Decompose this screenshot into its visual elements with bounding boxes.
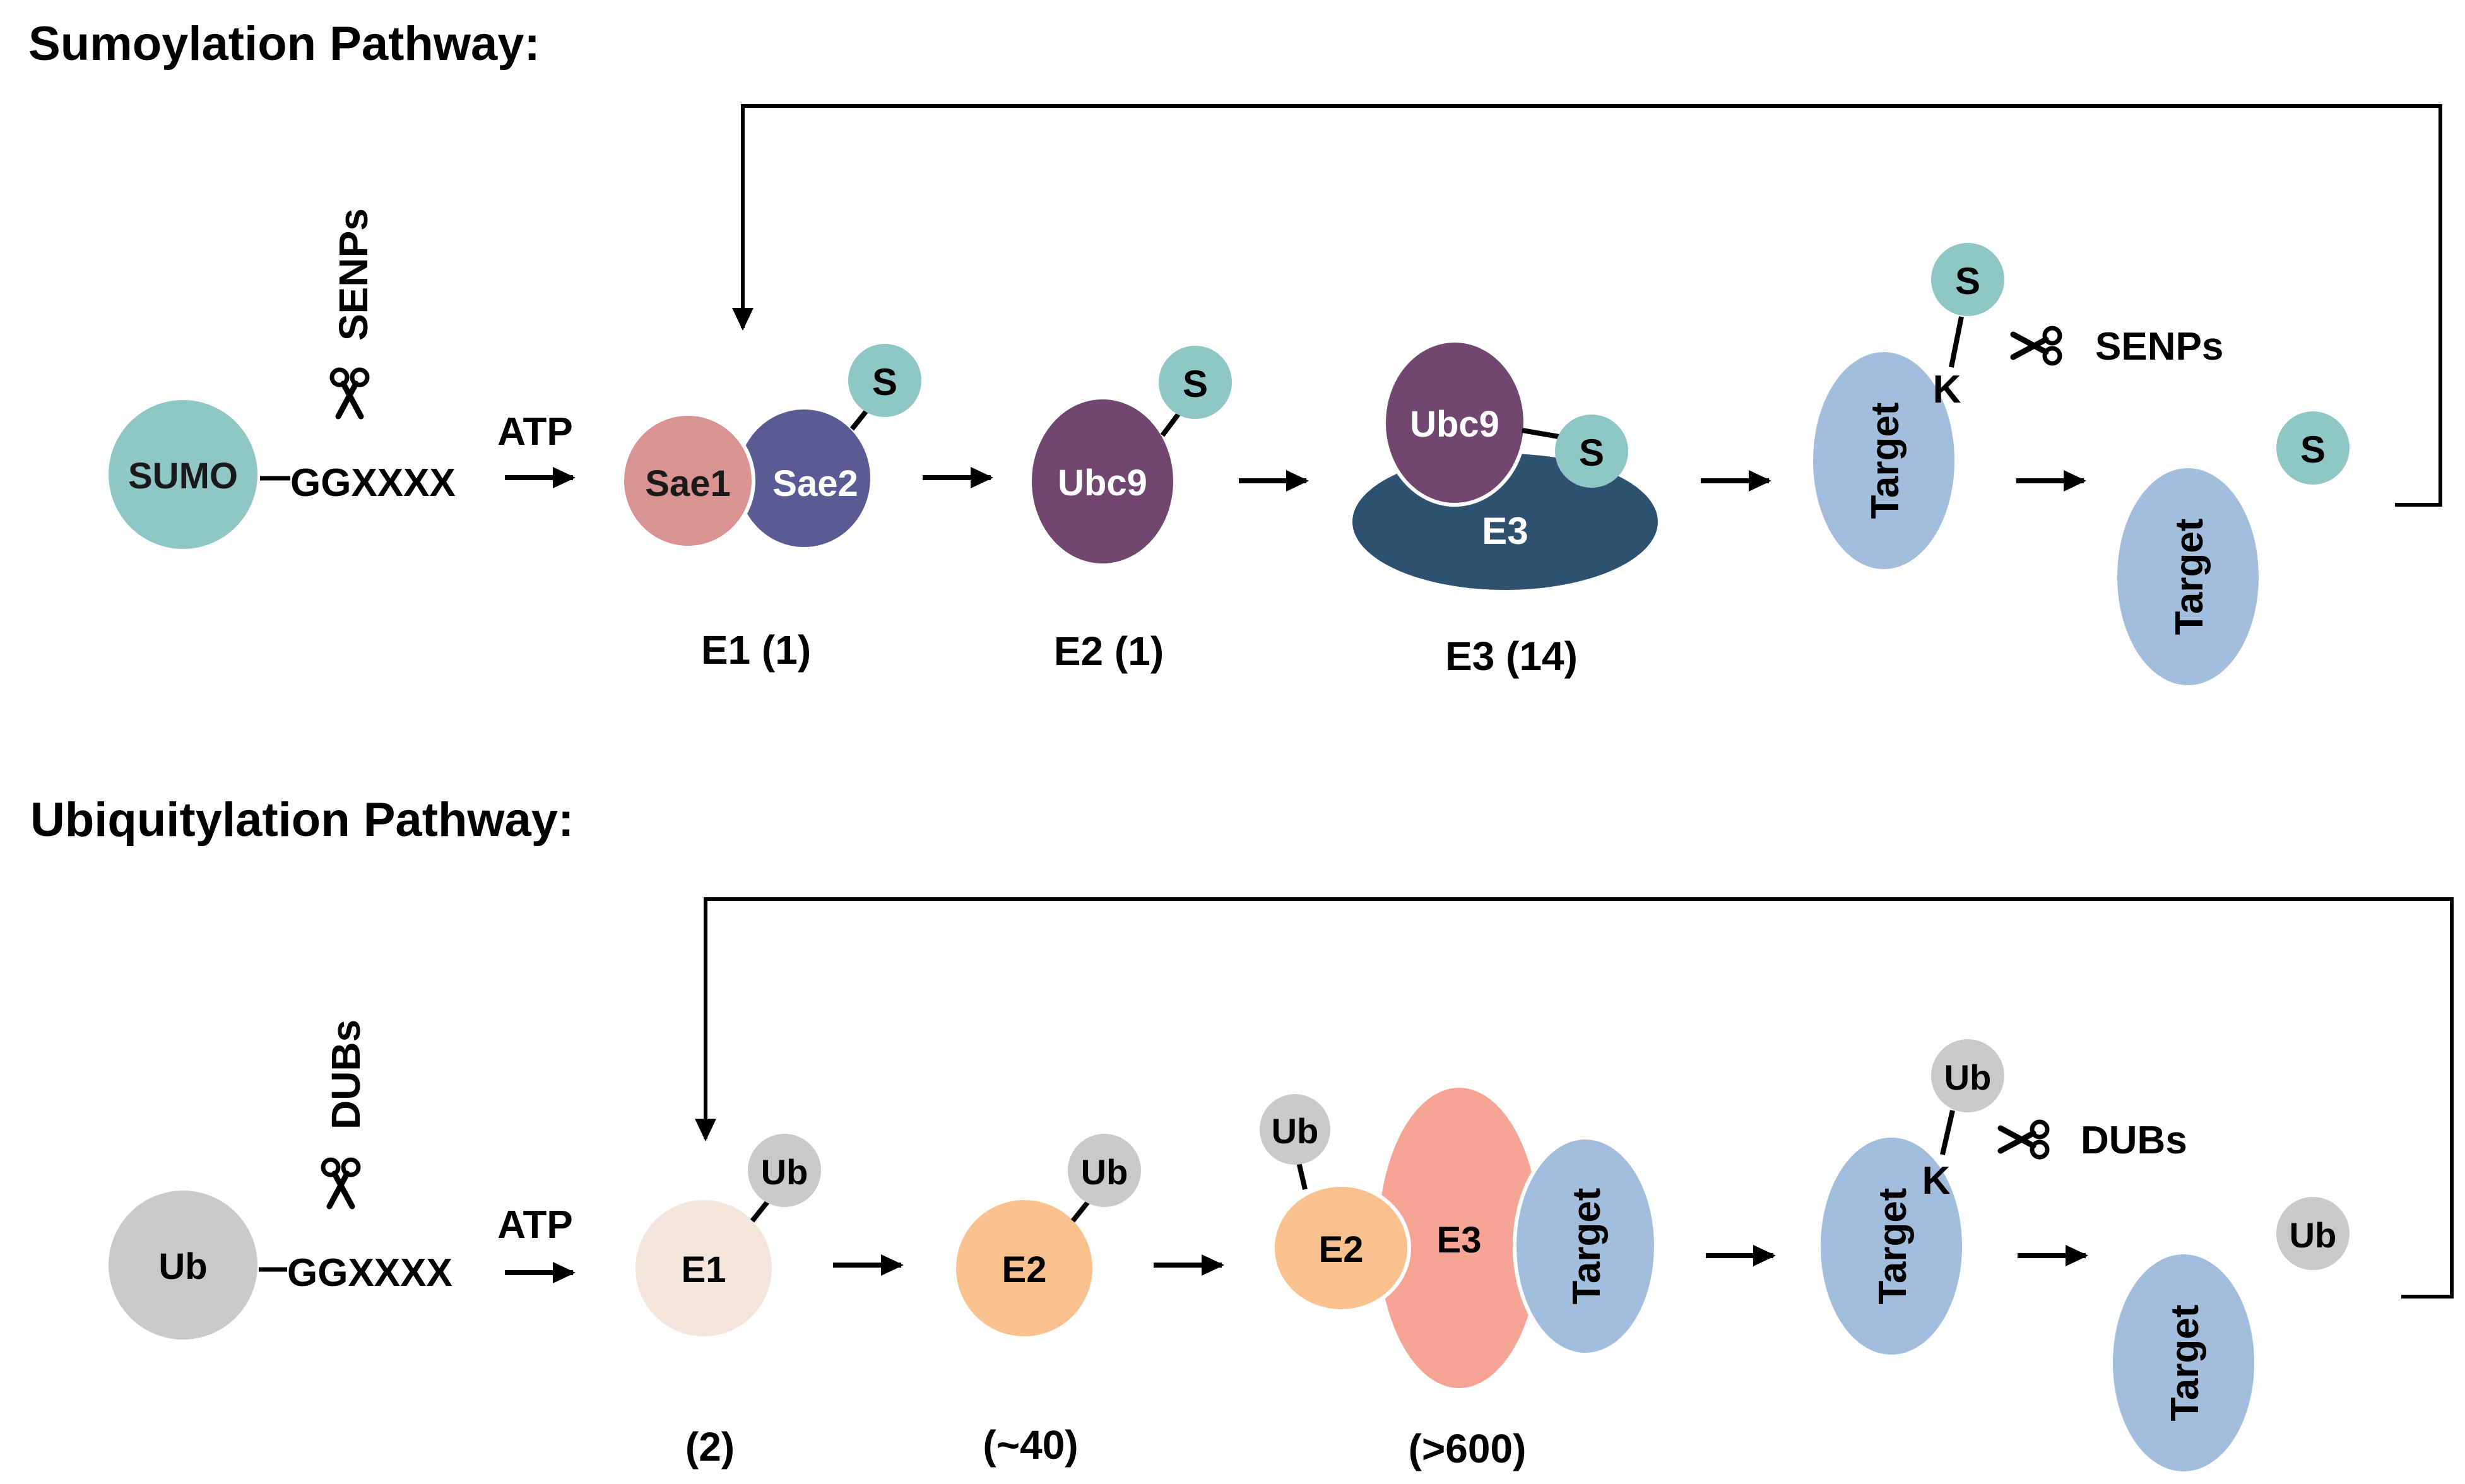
sae2-sumo-tag xyxy=(848,344,921,417)
sumo-free-sumo-tag-label: S xyxy=(2300,428,2326,471)
ub-e1-ub-tag xyxy=(748,1134,821,1207)
ub-e3-e2 xyxy=(1271,1183,1411,1313)
sumo-free-sumo-tag xyxy=(2276,411,2350,485)
ub-e2 xyxy=(956,1200,1092,1336)
ub-e3-e2-label: E2 xyxy=(1319,1229,1364,1270)
sumo-recycle-bracket xyxy=(732,104,2442,507)
sumo-motif: GGXXXX xyxy=(290,461,456,505)
ub-e1-ub-tag-label: Ub xyxy=(761,1152,808,1192)
ub-free-ub-tag xyxy=(2276,1197,2350,1270)
sumo-modified-target xyxy=(1813,352,1954,569)
ub-free-ub-tag-label: Ub xyxy=(2290,1215,2337,1255)
sumo-atp-label: ATP xyxy=(497,410,572,454)
ub-e2-count: (~40) xyxy=(983,1422,1078,1468)
ub-e2-ub-tag-label: Ub xyxy=(1081,1152,1128,1192)
sae1-subunit xyxy=(620,412,755,550)
sumo-senps-vertical: SENPs xyxy=(331,208,376,341)
ub-right-dubs: DUBs xyxy=(2081,1119,2187,1162)
sumo-free-target-label: Target xyxy=(2168,519,2211,635)
ub-pathway-title: Ubiquitylation Pathway: xyxy=(30,793,574,847)
sumo-e2-sumo-tag-label: S xyxy=(1183,363,1208,405)
ubiquitylation-pathway: Ubiquitylation Pathway: Ub GGXXXX DUBs A… xyxy=(30,793,2454,1471)
sumo-e3-ubc9 xyxy=(1382,339,1527,507)
ub-dubs-vertical: DUBs xyxy=(323,1020,369,1129)
sumo-e2-ubc9 xyxy=(1032,399,1173,563)
ub-target-ub-tag xyxy=(1931,1039,2004,1112)
sumo-e3-sumo-tag xyxy=(1555,415,1628,488)
ub-atp-label: ATP xyxy=(497,1203,572,1247)
ub-precursor-circle xyxy=(109,1191,257,1340)
ub-e3-count: (>600) xyxy=(1409,1426,1527,1471)
sumo-lysine-bond xyxy=(1949,316,1964,368)
sae1-label: Sae1 xyxy=(645,463,730,504)
sumo-free-target xyxy=(2117,468,2259,685)
sumo-label: SUMO xyxy=(128,456,238,497)
ub-e3-ub-tag xyxy=(1260,1094,1330,1165)
sumo-right-scissors-icon xyxy=(2013,328,2060,363)
ub-label: Ub xyxy=(158,1246,207,1287)
ub-e3-e2-bond xyxy=(1296,1162,1308,1190)
ub-modified-target xyxy=(1821,1138,1962,1355)
sumo-modified-target-label: Target xyxy=(1864,403,1907,519)
ub-e2-ub-tag xyxy=(1068,1134,1141,1207)
sumo-e3-ubc9-label: Ubc9 xyxy=(1410,404,1499,445)
sae2-label: Sae2 xyxy=(772,463,858,504)
sumoylation-pathway: Sumoylation Pathway: SUMO GGXXXX SENPs A… xyxy=(28,17,2442,685)
sumo-lysine-label: K xyxy=(1933,368,1961,411)
sumo-e2-ubc9-label: Ubc9 xyxy=(1058,462,1147,504)
ub-target-ub-tag-label: Ub xyxy=(1944,1057,1992,1097)
ub-e3-target-label: Target xyxy=(1565,1188,1609,1305)
sae2-sumo-tag-label: S xyxy=(872,361,897,403)
ub-right-scissors-icon xyxy=(2001,1122,2047,1157)
ub-e1-count: (2) xyxy=(685,1424,735,1469)
sumo-e3-label: E3 xyxy=(1482,510,1528,552)
ub-motif: GGXXXX xyxy=(287,1251,452,1295)
ub-e1 xyxy=(635,1200,772,1336)
ub-lysine-label: K xyxy=(1922,1159,1951,1203)
sumo-e3-count: E3 (14) xyxy=(1445,633,1578,679)
sumo-right-senps: SENPs xyxy=(2095,325,2223,368)
ub-free-target-label: Target xyxy=(2163,1305,2207,1422)
ub-dubs-scissors-icon xyxy=(323,1160,358,1206)
ub-lysine-bond xyxy=(1940,1110,1955,1155)
sumo-e2-count: E2 (1) xyxy=(1054,628,1164,674)
sumo-e3-sumo-tag-label: S xyxy=(1579,432,1604,474)
sumo-precursor-circle xyxy=(109,400,257,549)
sumo-senps-scissors-icon xyxy=(332,370,367,416)
sumo-target-sumo-tag-label: S xyxy=(1955,260,1980,302)
ub-recycle-bracket xyxy=(695,897,2454,1298)
sumo-e1-count: E1 (1) xyxy=(701,627,811,673)
ub-e3 xyxy=(1378,1088,1540,1388)
ub-e1-label: E1 xyxy=(682,1249,726,1290)
ub-e3-label: E3 xyxy=(1437,1220,1482,1261)
ub-free-target xyxy=(2113,1254,2254,1471)
sumo-e2-sumo-tag xyxy=(1159,346,1232,419)
ub-e3-target xyxy=(1513,1136,1658,1357)
ub-e2-label: E2 xyxy=(1002,1249,1047,1290)
ub-e3-ub-tag-label: Ub xyxy=(1272,1111,1319,1151)
ub-modified-target-label: Target xyxy=(1871,1188,1915,1305)
sumo-e3-bond xyxy=(1522,428,1559,439)
sumo-pathway-title: Sumoylation Pathway: xyxy=(28,17,540,71)
sumo-target-sumo-tag xyxy=(1931,243,2004,316)
